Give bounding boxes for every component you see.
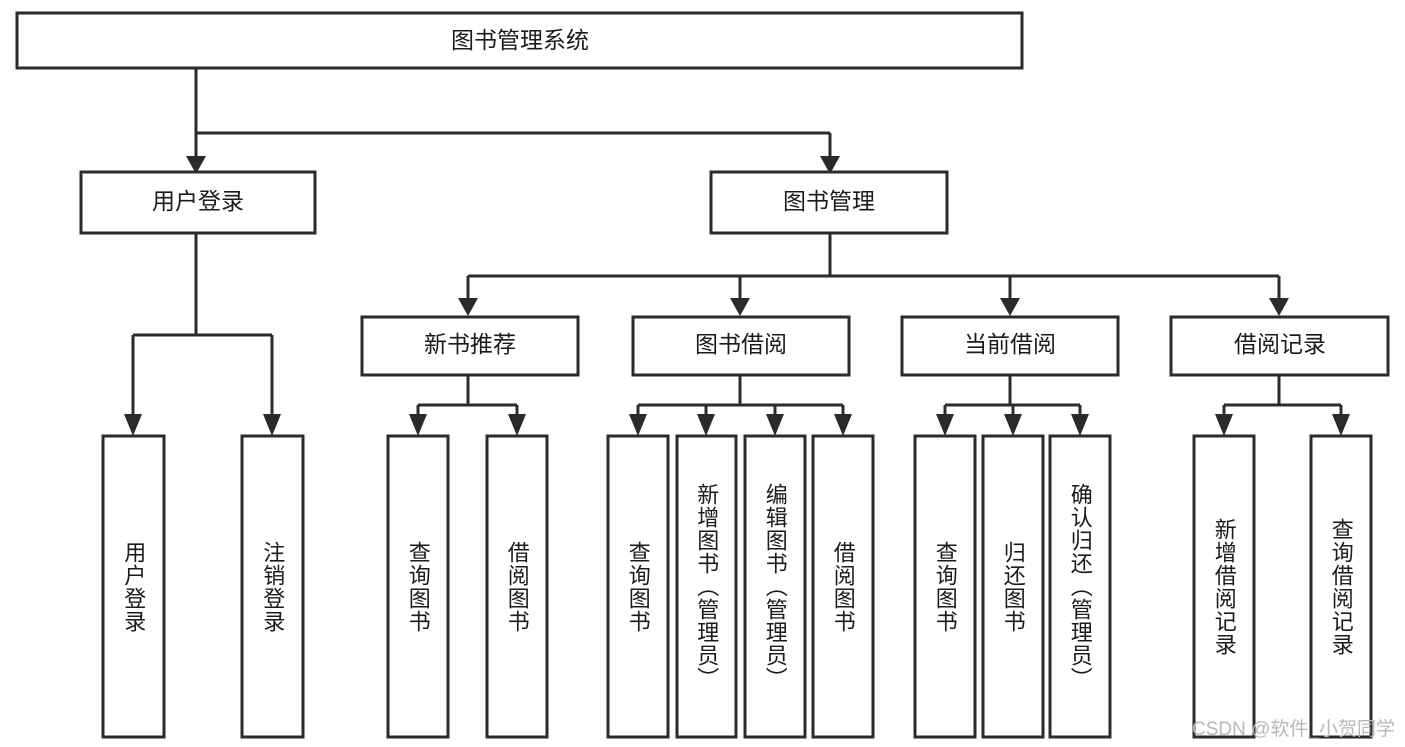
arrow-head-user-login [186, 156, 206, 174]
connector-new-book-recommend-to-leaves [416, 375, 519, 424]
node-new-book-recommend-label: 新书推荐 [424, 331, 516, 357]
node-new-book-recommend-box[interactable] [360, 315, 580, 377]
node-leaf-borrow-book-1-box[interactable] [485, 434, 549, 739]
node-leaf-edit-book-box[interactable] [743, 434, 807, 739]
arrow-head-leaf-add-book [697, 414, 715, 436]
node-user-login-label: 用户登录 [152, 188, 244, 214]
node-book-borrow-box[interactable] [631, 315, 851, 377]
arrow-head-leaf-user-logout [263, 414, 281, 436]
arrow-head-leaf-return-book [1004, 414, 1022, 436]
arrow-head-leaf-add-record [1215, 414, 1233, 436]
node-leaf-return-book-box[interactable] [981, 434, 1045, 739]
watermark-text: CSDN @软件_小贺同学 [1192, 719, 1395, 740]
arrow-head-leaf-confirm-return [1071, 414, 1089, 436]
node-book-borrow[interactable]: 图书借阅 [631, 315, 851, 377]
arrow-head-leaf-query-book-2 [629, 414, 647, 436]
node-borrow-record-label: 借阅记录 [1234, 331, 1326, 357]
node-leaf-confirm-return-box[interactable] [1048, 434, 1112, 739]
node-leaf-borrow-book-2-box[interactable] [811, 434, 875, 739]
node-book-management-label: 图书管理 [783, 188, 875, 214]
node-layer: 图书管理系统 用户登录 图书管理 新书推荐 图书借阅 当前 [15, 11, 1390, 739]
connector-book-management-to-level3 [466, 233, 1281, 305]
node-current-borrow[interactable]: 当前借阅 [900, 315, 1120, 377]
arrow-head-borrow-record [1269, 298, 1289, 316]
arrow-head-leaf-borrow-book-2 [834, 414, 852, 436]
node-borrow-record[interactable]: 借阅记录 [1169, 315, 1390, 377]
node-leaf-add-book-box[interactable] [675, 434, 738, 739]
node-root-label: 图书管理系统 [451, 27, 589, 53]
node-leaf-add-record-box[interactable] [1192, 434, 1256, 739]
node-current-borrow-label: 当前借阅 [964, 331, 1056, 357]
node-leaf-user-logout-box[interactable] [240, 434, 305, 739]
node-leaf-query-record-box[interactable] [1309, 434, 1373, 739]
node-root-box[interactable] [15, 11, 1024, 70]
node-leaf-query-book-2-box[interactable] [606, 434, 670, 739]
arrow-head-book-borrow [730, 298, 750, 316]
node-book-borrow-label: 图书借阅 [695, 331, 787, 357]
node-user-login[interactable]: 用户登录 [79, 170, 317, 235]
node-root[interactable]: 图书管理系统 [15, 11, 1024, 70]
arrow-head-book-management [820, 156, 840, 174]
node-user-login-box[interactable] [79, 170, 317, 235]
node-borrow-record-box[interactable] [1169, 315, 1390, 377]
node-leaf-query-book-1-box[interactable] [386, 434, 450, 739]
arrow-head-leaf-user-login [124, 414, 142, 436]
arrow-head-leaf-borrow-book-1 [508, 414, 526, 436]
connector-book-borrow-to-leaves [636, 375, 845, 424]
arrow-head-leaf-query-book-1 [409, 414, 427, 436]
node-book-management-box[interactable] [709, 170, 949, 235]
arrow-head-leaf-query-book-3 [936, 414, 954, 436]
connector-layer [124, 68, 1350, 436]
node-current-borrow-box[interactable] [900, 315, 1120, 377]
node-book-management[interactable]: 图书管理 [709, 170, 949, 235]
connector-borrow-record-to-leaves [1222, 375, 1343, 424]
connector-user-login-to-leaves [131, 233, 274, 424]
node-leaf-user-login-box[interactable] [101, 434, 166, 739]
arrow-head-leaf-query-record [1332, 414, 1350, 436]
arrow-head-current-borrow [1000, 298, 1020, 316]
arrow-head-new-book-recommend [458, 298, 478, 316]
node-leaf-query-book-3-box[interactable] [913, 434, 977, 739]
connector-root-to-level2 [194, 68, 832, 162]
arrow-head-leaf-edit-book [766, 414, 784, 436]
node-new-book-recommend[interactable]: 新书推荐 [360, 315, 580, 377]
